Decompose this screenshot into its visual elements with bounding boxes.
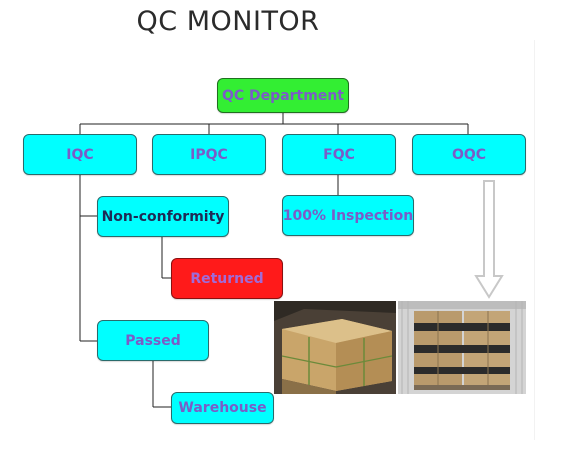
iqc-node: IQC: [23, 134, 137, 175]
non-conformity-node: Non-conformity: [97, 196, 229, 237]
down-arrow-icon: [474, 180, 504, 299]
ipqc-node: IPQC: [152, 134, 266, 175]
container-loaded-pallets-photo: [398, 301, 526, 394]
qc-department-node: QC Department: [217, 78, 349, 113]
returned-node: Returned: [171, 258, 283, 299]
warehouse-node: Warehouse: [171, 392, 274, 424]
passed-node: Passed: [97, 320, 209, 361]
inspection-node: 100% Inspection: [282, 195, 414, 236]
oqc-node: OQC: [412, 134, 526, 175]
fqc-node: FQC: [282, 134, 396, 175]
pallet-stretch-wrapped-photo: [274, 301, 396, 394]
page-title: QC MONITOR: [136, 6, 320, 37]
